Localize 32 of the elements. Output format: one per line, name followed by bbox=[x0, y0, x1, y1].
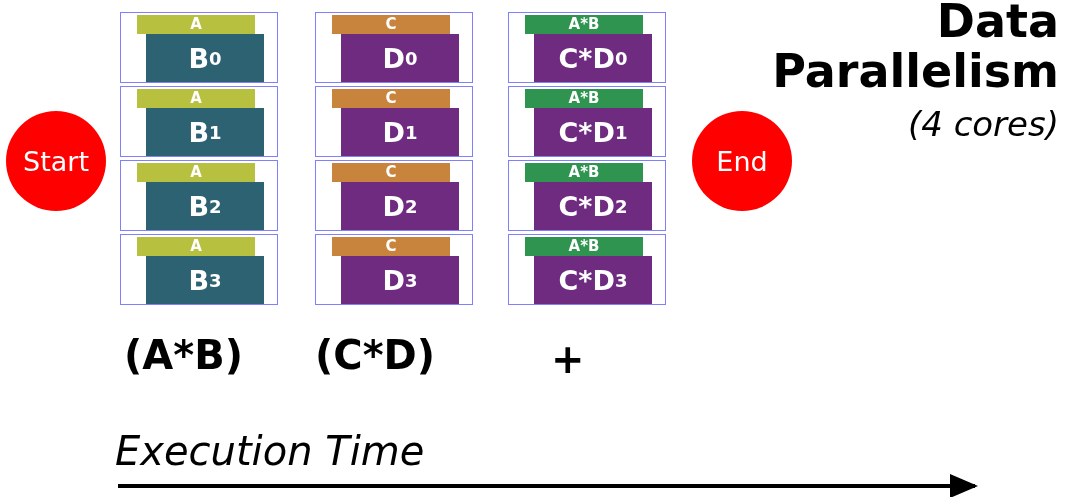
subtitle: (4 cores) bbox=[907, 104, 1059, 144]
column-label: (A*B) bbox=[124, 332, 243, 378]
operand-block: C bbox=[332, 237, 450, 256]
column-label: (C*D) bbox=[315, 332, 436, 378]
operand-block: A*B bbox=[525, 163, 643, 182]
axis-label: Execution Time bbox=[115, 428, 425, 474]
core-slot bbox=[120, 234, 278, 305]
title: Data Parallelism bbox=[771, 0, 1059, 96]
core-slot bbox=[120, 86, 278, 157]
core-slot bbox=[120, 160, 278, 231]
core-slot bbox=[508, 86, 666, 157]
operand-block: A*B bbox=[525, 15, 643, 34]
terminal-circle: Start bbox=[6, 111, 106, 211]
operand-block: A bbox=[137, 89, 255, 108]
operand-block: C bbox=[332, 89, 450, 108]
operand-block: A bbox=[137, 163, 255, 182]
operand-block: A bbox=[137, 15, 255, 34]
core-slot bbox=[315, 234, 473, 305]
column-label: + bbox=[551, 336, 585, 382]
operand-block: C bbox=[332, 163, 450, 182]
core-slot bbox=[315, 86, 473, 157]
operand-block: C bbox=[332, 15, 450, 34]
core-slot bbox=[315, 160, 473, 231]
core-slot bbox=[315, 12, 473, 83]
operand-block: A*B bbox=[525, 89, 643, 108]
core-slot bbox=[120, 12, 278, 83]
operand-block: A*B bbox=[525, 237, 643, 256]
operand-block: A bbox=[137, 237, 255, 256]
core-slot bbox=[508, 160, 666, 231]
core-slot bbox=[508, 12, 666, 83]
terminal-circle: End bbox=[692, 111, 792, 211]
core-slot bbox=[508, 234, 666, 305]
